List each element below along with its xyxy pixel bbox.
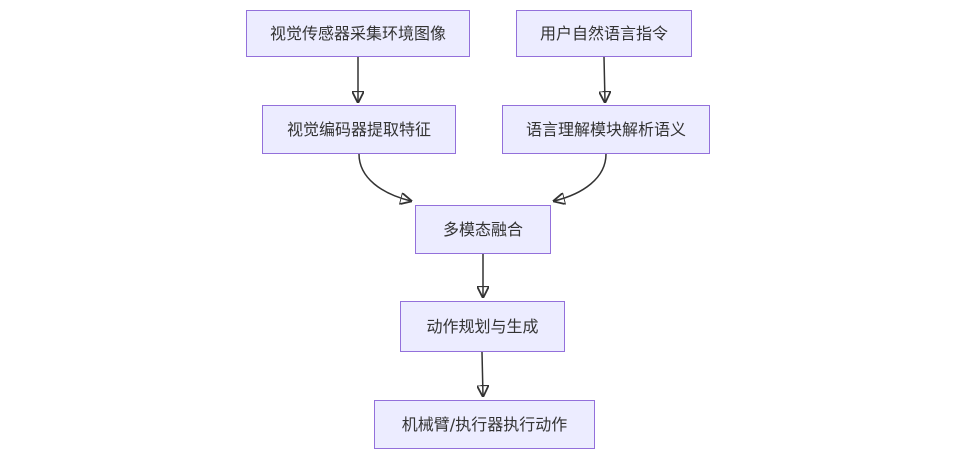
node-user-instruction: 用户自然语言指令 bbox=[516, 10, 692, 57]
edge-action-planning-to-actuator-execution bbox=[482, 351, 483, 396]
node-action-planning: 动作规划与生成 bbox=[400, 301, 565, 352]
node-multimodal-fusion: 多模态融合 bbox=[415, 205, 551, 254]
node-vision-sensor: 视觉传感器采集环境图像 bbox=[246, 10, 470, 57]
node-actuator-execution-label: 机械臂/执行器执行动作 bbox=[401, 414, 568, 434]
node-language-understanding-label: 语言理解模块解析语义 bbox=[525, 119, 686, 139]
edge-language-understanding-to-multimodal-fusion bbox=[554, 153, 607, 201]
node-action-planning-label: 动作规划与生成 bbox=[426, 316, 539, 336]
node-user-instruction-label: 用户自然语言指令 bbox=[539, 23, 668, 43]
node-vision-encoder-label: 视觉编码器提取特征 bbox=[286, 119, 431, 139]
node-vision-sensor-label: 视觉传感器采集环境图像 bbox=[269, 23, 446, 43]
node-vision-encoder: 视觉编码器提取特征 bbox=[262, 105, 456, 154]
node-actuator-execution: 机械臂/执行器执行动作 bbox=[374, 400, 595, 449]
node-multimodal-fusion-label: 多模态融合 bbox=[442, 219, 523, 239]
node-language-understanding: 语言理解模块解析语义 bbox=[502, 105, 710, 154]
edge-user-instruction-to-language-understanding bbox=[604, 56, 605, 102]
edge-vision-encoder-to-multimodal-fusion bbox=[358, 153, 411, 201]
